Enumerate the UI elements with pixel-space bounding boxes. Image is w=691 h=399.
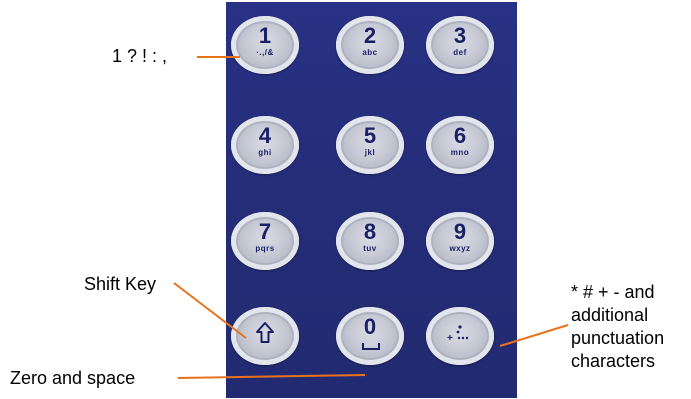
key-8-digit: 8 [363, 219, 377, 244]
callout-punct-line1: * # + - and [571, 282, 655, 302]
key-7-digit: 7 [258, 219, 272, 244]
key-2-digit: 2 [363, 23, 377, 48]
key-2[interactable]: 2 abc [336, 16, 404, 74]
key-2-letters: abc [362, 48, 378, 57]
key-9-digit: 9 [453, 219, 467, 244]
key-7[interactable]: 7 pqrs [231, 212, 299, 270]
key-9-letters: wxyz [449, 244, 471, 253]
key-4-letters: ghi [258, 148, 272, 157]
callout-zero-space: Zero and space [10, 368, 136, 388]
keypad-panel: 1 ·.,/& 2 abc 3 def 4 ghi 5 jkl 6 mno 7 … [226, 2, 517, 398]
callout-punct-line4: characters [571, 351, 656, 371]
key-1-letters: ·.,/& [256, 48, 274, 57]
leader-line-shift [173, 282, 247, 339]
callout-key1-chars: 1 ? ! : , [112, 46, 168, 66]
key-6-letters: mno [450, 148, 470, 157]
key-1[interactable]: 1 ·.,/& [231, 16, 299, 74]
key-9[interactable]: 9 wxyz [426, 212, 494, 270]
key-3-letters: def [453, 48, 467, 57]
key-3[interactable]: 3 def [426, 16, 494, 74]
key-8-letters: tuv [363, 244, 377, 253]
key-0-digit: 0 [363, 314, 377, 339]
key-4[interactable]: 4 ghi [231, 116, 299, 174]
leader-line-zero [177, 374, 366, 379]
key-7-letters: pqrs [255, 244, 275, 253]
punctuation-key[interactable]: + [426, 307, 494, 365]
key-6[interactable]: 6 mno [426, 116, 494, 174]
key-6-digit: 6 [453, 123, 467, 148]
key-1-digit: 1 [258, 23, 272, 48]
space-bracket-icon [362, 343, 380, 350]
callout-shift-key: Shift Key [84, 274, 157, 294]
key-3-digit: 3 [453, 23, 467, 48]
key-5-digit: 5 [363, 123, 377, 148]
punctuation-dots-icon: + [426, 321, 494, 347]
key-8[interactable]: 8 tuv [336, 212, 404, 270]
svg-text:+: + [447, 333, 453, 344]
key-5-letters: jkl [364, 148, 376, 157]
key-0[interactable]: 0 [336, 307, 404, 365]
key-5[interactable]: 5 jkl [336, 116, 404, 174]
key-4-digit: 4 [258, 123, 272, 148]
callout-punct-line2: additional [571, 305, 649, 325]
shift-arrow-icon [231, 321, 299, 350]
leader-line-punct [499, 324, 569, 347]
callout-punct-line3: punctuation [571, 328, 665, 348]
